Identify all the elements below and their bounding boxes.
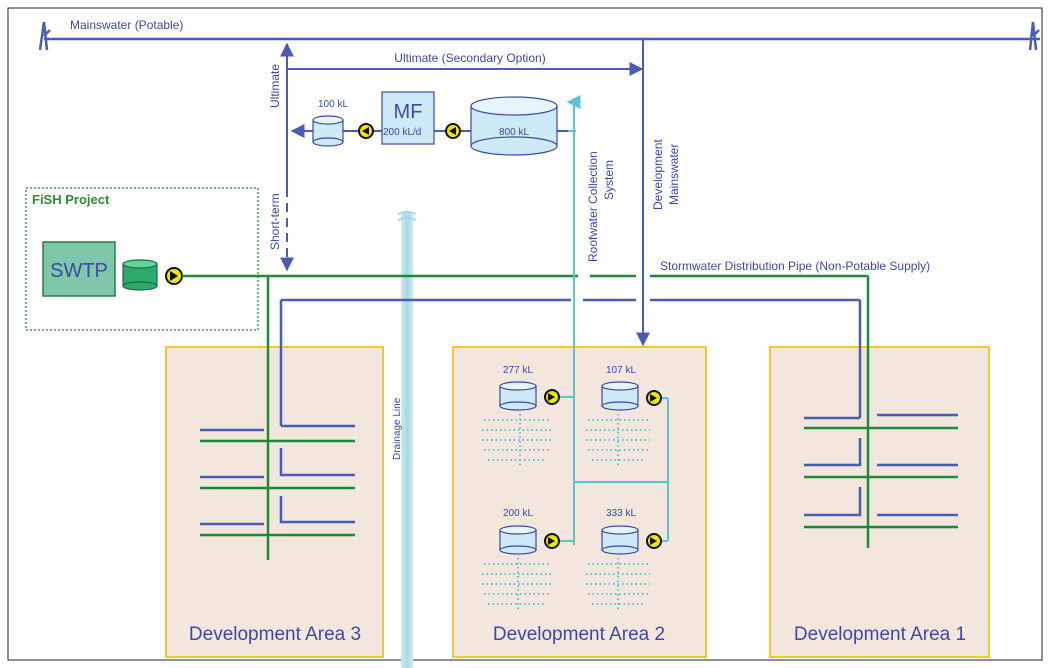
tank-200: 200 kL xyxy=(499,508,537,555)
pump-277-icon xyxy=(544,389,560,405)
pump-2-icon xyxy=(445,123,461,139)
short-term-label: Short-term xyxy=(268,193,282,250)
area-3-pipes xyxy=(200,424,355,537)
area-1-label: Development Area 1 xyxy=(794,624,966,645)
development-label: Development xyxy=(651,139,665,210)
swtp-tank xyxy=(122,259,158,291)
ultimate-label: Ultimate xyxy=(268,64,282,108)
tank-200-label: 200 kL xyxy=(503,508,533,519)
mf-rate-label: 200 kL/d xyxy=(383,127,421,138)
ultimate-secondary-line: Ultimate (Secondary Option) xyxy=(287,51,644,76)
tank-100: 100 kL xyxy=(312,99,348,147)
tank-277: 277 kL xyxy=(499,365,537,411)
roof-catchment-107 xyxy=(586,414,650,465)
swtp-label: SWTP xyxy=(50,260,108,282)
swtp-block: SWTP xyxy=(42,241,116,297)
area-2-label: Development Area 2 xyxy=(493,624,665,645)
ultimate-secondary-label: Ultimate (Secondary Option) xyxy=(394,51,545,65)
fish-project-box: FiSH Project xyxy=(25,187,259,331)
pump-333-icon xyxy=(646,533,662,549)
roofwater-label: Roofwater Collection xyxy=(586,151,600,262)
roofwater-collection-line: Roofwater Collection System xyxy=(560,95,669,545)
mf-unit: MF 200 kL/d xyxy=(381,91,435,145)
fish-project-label: FiSH Project xyxy=(32,192,110,207)
tank-100-label: 100 kL xyxy=(318,99,348,110)
roof-catchment-333 xyxy=(586,558,650,610)
pump-107-icon xyxy=(646,390,662,406)
area-1-pipes xyxy=(804,413,958,529)
tank-333: 333 kL xyxy=(601,508,639,555)
tank-107: 107 kL xyxy=(601,365,639,411)
pump-1-icon xyxy=(358,123,374,139)
mf-label: MF xyxy=(394,101,423,123)
drainage-line: Drainage Line xyxy=(392,211,417,668)
tank-800-label: 800 kL xyxy=(499,127,529,138)
area-3-label: Development Area 3 xyxy=(189,624,361,645)
stormwater-pipe-label: Stormwater Distribution Pipe (Non-Potabl… xyxy=(660,259,930,273)
swtp-pump-icon xyxy=(165,267,183,285)
development-mainswater-line: Development Mainswater xyxy=(636,39,681,347)
roof-catchment-200 xyxy=(482,558,552,610)
mainswater-label: Mainswater (Potable) xyxy=(70,18,183,32)
tank-277-label: 277 kL xyxy=(503,365,533,376)
roofwater-system-label: System xyxy=(602,160,616,200)
dev-mainswater-label: Mainswater xyxy=(667,144,681,205)
roof-catchments xyxy=(482,414,650,610)
mains-distribution-line xyxy=(279,298,862,426)
drainage-line-label: Drainage Line xyxy=(392,397,403,460)
tank-333-label: 333 kL xyxy=(606,508,636,519)
ultimate-line: Ultimate Short-term xyxy=(268,42,294,272)
tank-107-label: 107 kL xyxy=(606,365,636,376)
development-area-3: Development Area 3 xyxy=(165,346,384,658)
pump-200-icon xyxy=(544,533,560,549)
development-area-1: Development Area 1 xyxy=(769,346,990,658)
mainswater-line: Mainswater (Potable) xyxy=(38,18,1040,51)
roof-catchment-277 xyxy=(482,414,552,465)
tank-800: 800 kL xyxy=(470,96,558,156)
stormwater-pipe: Stormwater Distribution Pipe (Non-Potabl… xyxy=(182,259,930,560)
